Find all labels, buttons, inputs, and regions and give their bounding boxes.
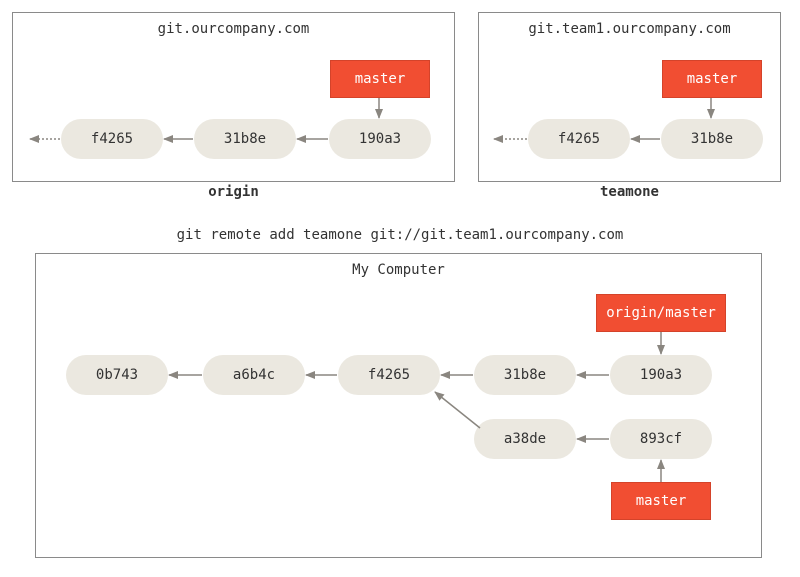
teamone-commit-f4265: f4265 — [528, 119, 630, 159]
teamone-host-title: git.team1.ourcompany.com — [528, 21, 731, 37]
my-computer-title: My Computer — [352, 262, 445, 278]
teamone-commit-31b8e: 31b8e — [661, 119, 763, 159]
local-commit-a38de: a38de — [474, 419, 576, 459]
origin-commit-f4265: f4265 — [61, 119, 163, 159]
local-commit-31b8e: 31b8e — [474, 355, 576, 395]
local-commit-0b743: 0b743 — [66, 355, 168, 395]
teamone-remote-label: teamone — [599, 184, 659, 200]
origin-commit-190a3: 190a3 — [329, 119, 431, 159]
teamone-master-branch: master — [662, 60, 762, 98]
git-command-text: git remote add teamone git://git.team1.o… — [176, 227, 624, 243]
local-commit-f4265: f4265 — [338, 355, 440, 395]
origin-remote-label: origin — [208, 184, 259, 200]
origin-master-tracking-branch: origin/master — [596, 294, 726, 332]
origin-master-branch: master — [330, 60, 430, 98]
local-commit-190a3: 190a3 — [610, 355, 712, 395]
local-master-branch: master — [611, 482, 711, 520]
local-commit-893cf: 893cf — [610, 419, 712, 459]
local-commit-a6b4c: a6b4c — [203, 355, 305, 395]
origin-commit-31b8e: 31b8e — [194, 119, 296, 159]
origin-host-title: git.ourcompany.com — [157, 21, 310, 37]
